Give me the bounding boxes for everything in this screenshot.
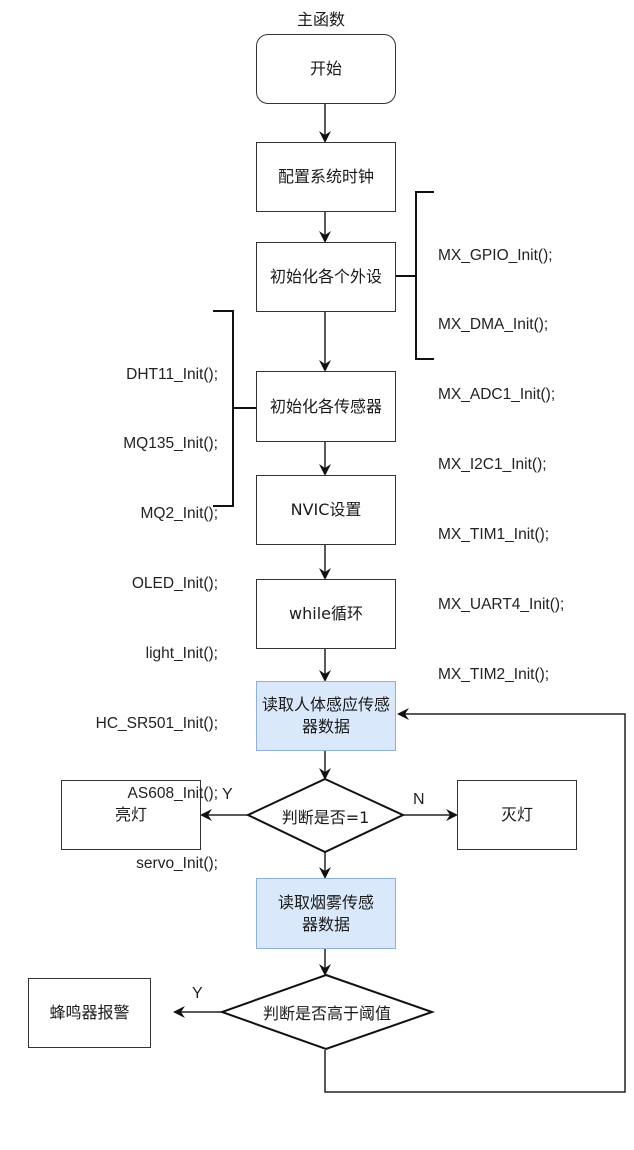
peripheral-init-list: MX_GPIO_Init(); MX_DMA_Init(); MX_ADC1_I… bbox=[438, 197, 564, 710]
clock-config-node: 配置系统时钟 bbox=[256, 142, 396, 212]
peripheral-init-item: MX_ADC1_Init(); bbox=[438, 386, 556, 404]
sensor-init-label: 初始化各传感器 bbox=[269, 396, 382, 416]
sensor-init-item: HC_SR501_Init(); bbox=[95, 715, 218, 733]
diagram-title: 主函数 bbox=[297, 10, 346, 29]
sensor-init-item: DHT11_Init(); bbox=[126, 365, 218, 383]
clock-config-label: 配置系统时钟 bbox=[277, 167, 374, 186]
decision2-text: 判断是否高于阈值 bbox=[222, 975, 432, 1049]
buzzer-alarm-node: 蜂鸣器报警 bbox=[28, 978, 151, 1048]
light-off-node: 灭灯 bbox=[457, 780, 577, 850]
read-pir-node: 读取人体感应传感器数据 bbox=[256, 681, 396, 751]
sensor-init-item: MQ135_Init(); bbox=[123, 435, 218, 453]
nvic-node: NVIC设置 bbox=[256, 475, 396, 545]
peripheral-bracket bbox=[415, 191, 434, 360]
while-loop-node: while循环 bbox=[256, 579, 396, 649]
peripheral-init-item: MX_UART4_Init(); bbox=[438, 596, 565, 614]
peripheral-init-item: MX_I2C1_Init(); bbox=[438, 456, 547, 474]
light-on-node: 亮灯 bbox=[61, 780, 201, 850]
decision1-diamond bbox=[245, 777, 406, 854]
peripheral-init-node: 初始化各个外设 bbox=[256, 242, 396, 312]
sensor-init-node: 初始化各传感器 bbox=[256, 371, 396, 442]
peripheral-init-item: MX_TIM2_Init(); bbox=[438, 665, 550, 683]
peripheral-init-item: MX_TIM1_Init(); bbox=[438, 526, 550, 544]
decision1-yes-label: Y bbox=[222, 786, 233, 803]
sensor-init-item: OLED_Init(); bbox=[131, 575, 218, 593]
read-smoke-label: 读取烟雾传感器数据 bbox=[277, 892, 374, 934]
decision1-label: 判断是否=1 bbox=[281, 807, 370, 827]
peripheral-init-item: MX_GPIO_Init(); bbox=[438, 246, 553, 264]
start-label: 开始 bbox=[309, 59, 342, 78]
sensor-init-item: MQ2_Init(); bbox=[140, 505, 218, 523]
loop-back-line bbox=[324, 708, 626, 1093]
peripheral-init-item: MX_DMA_Init(); bbox=[438, 316, 549, 334]
nvic-label: NVIC设置 bbox=[290, 500, 362, 519]
decision2-label: 判断是否高于阈值 bbox=[262, 1004, 391, 1023]
decision1-no-label: N bbox=[413, 791, 425, 808]
decision1-text: 判断是否=1 bbox=[248, 779, 403, 852]
sensor-init-list: DHT11_Init(); MQ135_Init(); MQ2_Init(); … bbox=[50, 316, 218, 898]
sensor-init-item: light_Init(); bbox=[145, 645, 218, 663]
light-off-label: 灭灯 bbox=[500, 805, 533, 824]
read-pir-label: 读取人体感应传感器数据 bbox=[261, 695, 390, 736]
read-smoke-node: 读取烟雾传感器数据 bbox=[256, 878, 396, 949]
buzzer-alarm-label: 蜂鸣器报警 bbox=[49, 1003, 130, 1022]
start-node: 开始 bbox=[256, 34, 396, 104]
decision2-diamond bbox=[219, 973, 436, 1051]
decision2-yes-label: Y bbox=[192, 985, 203, 1002]
while-loop-label: while循环 bbox=[289, 604, 363, 623]
sensor-init-item: AS608_Init(); bbox=[127, 784, 218, 802]
peripheral-init-label: 初始化各个外设 bbox=[269, 267, 382, 286]
light-on-label: 亮灯 bbox=[114, 805, 147, 824]
sensor-init-item: servo_Init(); bbox=[136, 854, 218, 872]
